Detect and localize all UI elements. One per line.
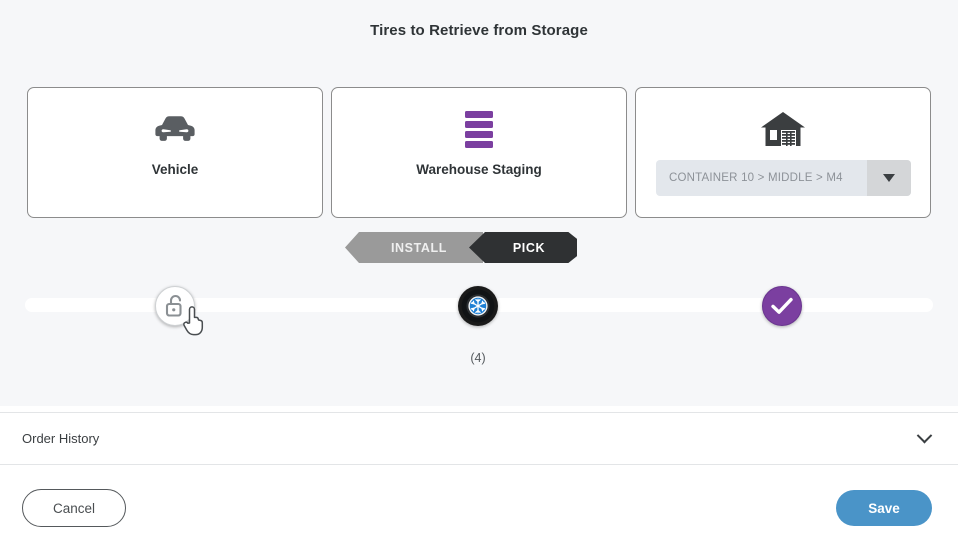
progress-node-lock[interactable]	[155, 286, 195, 326]
upper-panel: Tires to Retrieve from Storage Vehicle	[27, 22, 931, 365]
car-icon	[154, 106, 196, 152]
save-button[interactable]: Save	[836, 490, 932, 526]
pointer-hand-cursor	[181, 305, 207, 342]
destination-card-label: Warehouse Staging	[416, 162, 542, 177]
destination-card-storage[interactable]: CONTAINER 10 > MIDDLE > M4	[635, 87, 931, 218]
warehouse-icon	[760, 106, 806, 152]
destination-card-label: Vehicle	[151, 162, 199, 177]
progress-node-tire[interactable]	[458, 286, 498, 326]
footer-bar: Cancel	[0, 465, 958, 551]
storage-location-value: CONTAINER 10 > MIDDLE > M4	[669, 172, 843, 184]
tire-stack-icon	[465, 106, 493, 152]
caret-down-icon[interactable]	[867, 160, 911, 196]
check-icon	[771, 297, 793, 314]
order-history-accordion[interactable]: Order History	[0, 412, 958, 465]
storage-location-select[interactable]: CONTAINER 10 > MIDDLE > M4	[656, 160, 911, 196]
winter-tire-icon	[461, 289, 495, 323]
mode-toggle-pick[interactable]: PICK	[469, 232, 577, 263]
destination-card-group: Vehicle Warehouse Staging	[27, 87, 931, 218]
unlock-icon	[165, 294, 182, 317]
page-title: Tires to Retrieve from Storage	[370, 22, 588, 39]
destination-card-warehouse-staging[interactable]: Warehouse Staging	[331, 87, 627, 218]
tire-count-label: (4)	[470, 351, 486, 365]
progress-node-complete[interactable]	[762, 286, 802, 326]
mode-toggle[interactable]: INSTALL PICK	[345, 232, 577, 263]
chevron-down-icon[interactable]	[916, 427, 933, 444]
mode-toggle-install[interactable]: INSTALL	[345, 232, 483, 263]
cancel-button[interactable]: Cancel	[22, 489, 126, 527]
order-history-label: Order History	[22, 431, 100, 446]
destination-card-vehicle[interactable]: Vehicle	[27, 87, 323, 218]
